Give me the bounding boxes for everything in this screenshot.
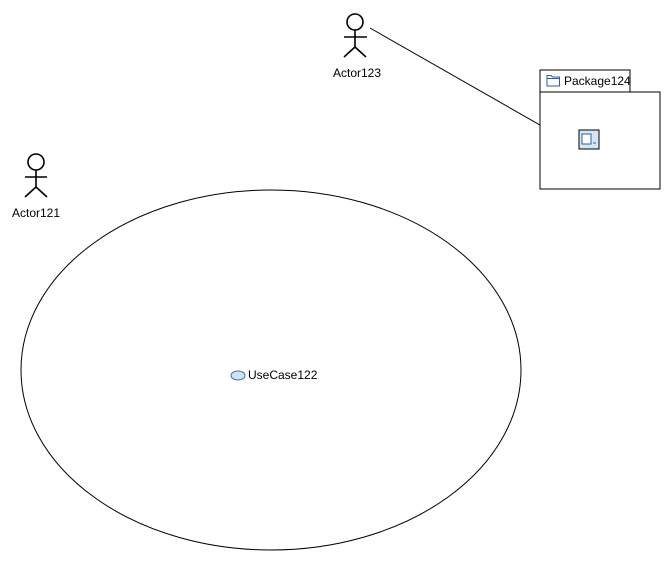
- usecase122-ellipse[interactable]: [20, 189, 522, 551]
- usecase-ellipse-icon: [230, 370, 246, 381]
- folder-icon: [546, 75, 560, 87]
- package-body: [539, 91, 661, 190]
- package124[interactable]: [539, 69, 661, 190]
- usecase122-label: UseCase122: [248, 368, 318, 382]
- package124-label: Package124: [564, 74, 631, 88]
- actor121-figure[interactable]: [24, 153, 48, 198]
- actor121-label: Actor121: [12, 206, 61, 220]
- component-icon[interactable]: [578, 129, 600, 150]
- actor123-label: Actor123: [333, 66, 382, 80]
- actor123-figure[interactable]: [343, 13, 367, 58]
